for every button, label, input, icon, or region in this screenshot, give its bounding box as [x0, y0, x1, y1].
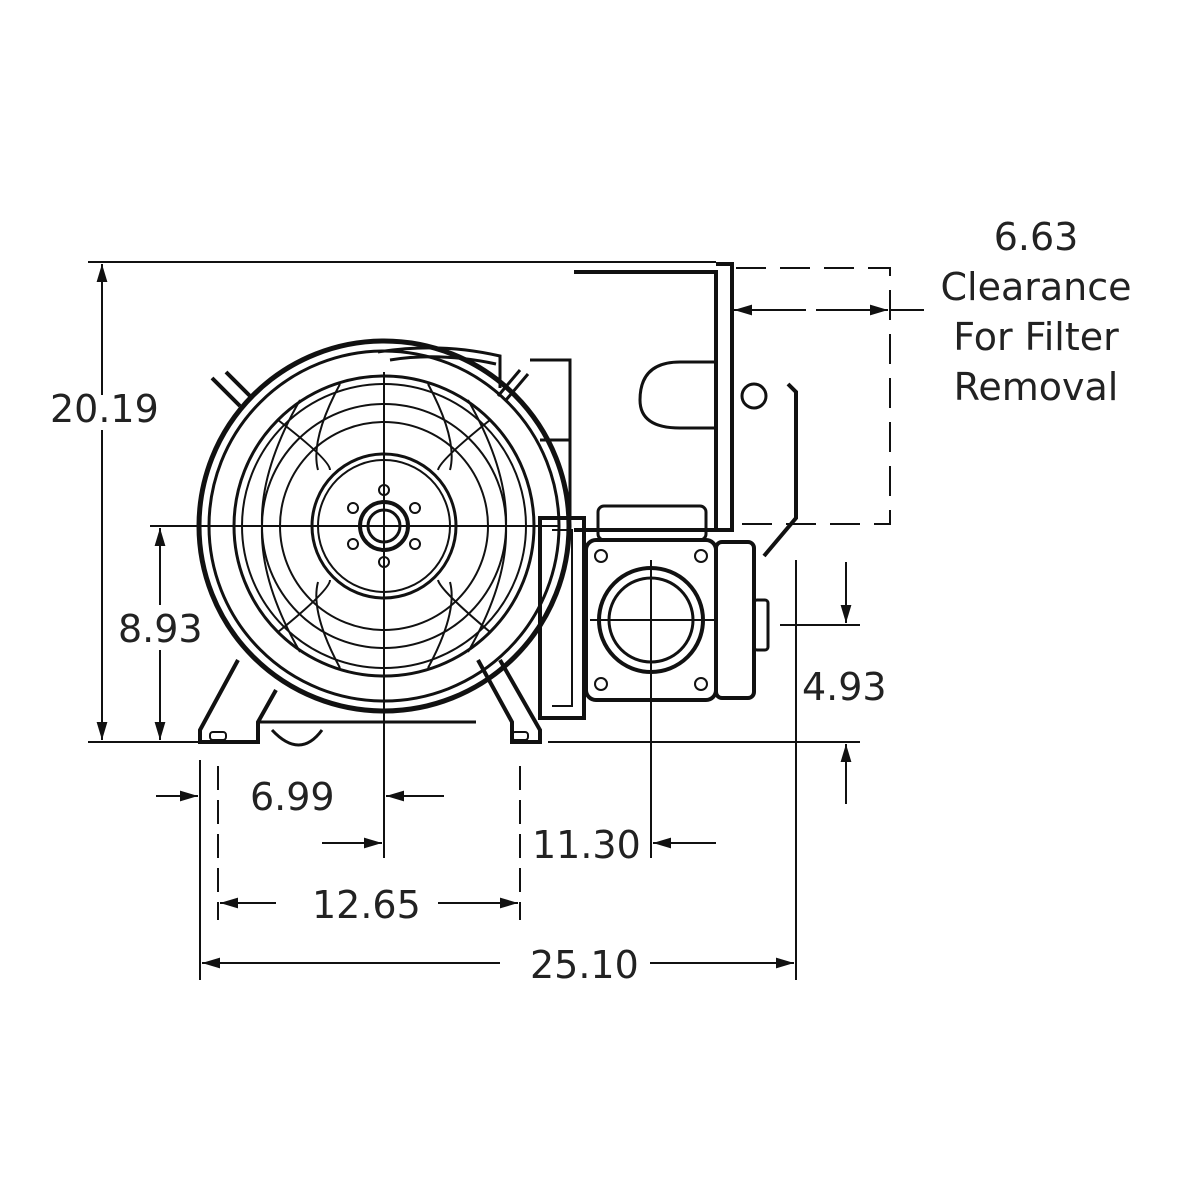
blower-outline: [196, 262, 798, 747]
outlet-height-label: 4.93: [802, 665, 887, 709]
overall-width-label: 25.10: [530, 943, 639, 987]
outlet-offset-label: 11.30: [532, 823, 641, 867]
clearance-note-line3: Removal: [954, 365, 1119, 409]
clearance-value: 6.63: [994, 215, 1079, 259]
clearance-note-line1: Clearance: [940, 265, 1131, 309]
foot-to-shaft-label: 6.99: [250, 775, 335, 819]
extension-lines: [88, 261, 924, 980]
shaft-height-label: 8.93: [118, 607, 203, 651]
clearance-note-line2: For Filter: [953, 315, 1119, 359]
dimension-arrows: [96, 264, 888, 969]
foot-span-label: 12.65: [312, 883, 421, 927]
overall-height-label: 20.19: [50, 387, 159, 431]
